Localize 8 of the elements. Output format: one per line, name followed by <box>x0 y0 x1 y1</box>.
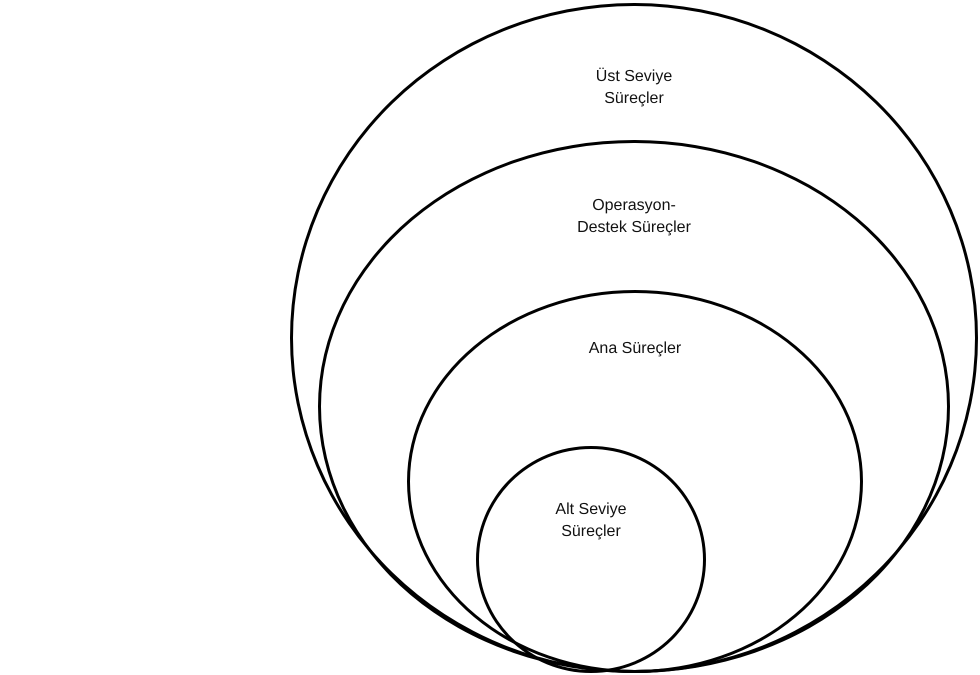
circle-label: Üst Seviye Süreçler <box>594 66 674 109</box>
process-circle <box>476 446 706 673</box>
process-circle <box>407 290 863 673</box>
circle-label: Operasyon- Destek Süreçler <box>576 196 692 238</box>
process-circle <box>290 3 978 673</box>
circle-label: Alt Seviye Süreçler <box>554 500 628 542</box>
process-circle <box>318 140 950 673</box>
circle-label: Ana Süreçler <box>588 339 682 359</box>
